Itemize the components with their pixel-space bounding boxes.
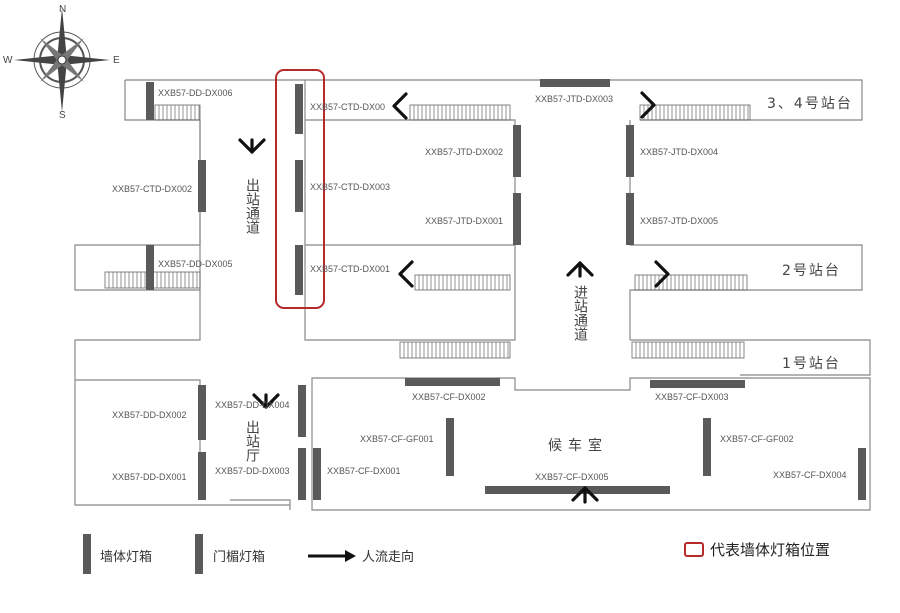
lightbox-dd002 xyxy=(198,385,206,440)
arrow-left-icon xyxy=(398,260,414,288)
lightbox-cfgf001 xyxy=(446,418,454,476)
platform-3-4-label: 3、4号站台 xyxy=(767,96,853,112)
arrow-left-icon xyxy=(392,92,408,120)
platform-1-label: 1号站台 xyxy=(782,356,841,372)
lightbox-ctd001 xyxy=(295,245,303,295)
label-dd003: XXB57-DD-DX003 xyxy=(215,466,290,476)
label-dd004: XXB57-DD-DX004 xyxy=(215,400,290,410)
stair-top-right xyxy=(639,104,751,121)
label-ctd001: XXB57-CTD-DX001 xyxy=(310,264,390,274)
label-dd002: XXB57-DD-DX002 xyxy=(112,410,187,420)
lightbox-jtd004 xyxy=(626,125,634,177)
building-walls xyxy=(74,79,871,511)
compass-w: W xyxy=(3,55,13,66)
lightbox-dd001 xyxy=(198,452,206,500)
label-cf003: XXB57-CF-DX003 xyxy=(655,392,729,402)
lightbox-dd005 xyxy=(146,245,154,290)
lightbox-jtd003 xyxy=(540,79,610,87)
label-cfgf001: XXB57-CF-GF001 xyxy=(360,434,434,444)
label-cf001: XXB57-CF-DX001 xyxy=(327,466,401,476)
compass-e: E xyxy=(113,55,120,66)
arrow-down-icon xyxy=(238,138,266,154)
stair-p2-center xyxy=(414,274,511,291)
compass-rose-icon xyxy=(14,8,110,112)
legend-wall-label: 墙体灯箱 xyxy=(100,549,152,565)
compass-n: N xyxy=(59,4,66,15)
stair-top-center xyxy=(409,104,511,121)
lightbox-cf004 xyxy=(858,448,866,500)
compass-s: S xyxy=(59,110,66,121)
arrow-down-icon xyxy=(252,393,280,409)
label-jtd003: XXB57-JTD-DX003 xyxy=(535,94,613,104)
lightbox-cf003 xyxy=(650,380,745,388)
lightbox-ctd002 xyxy=(198,160,206,212)
label-jtd004: XXB57-JTD-DX004 xyxy=(640,147,718,157)
arrow-up-icon xyxy=(571,486,599,504)
legend-flow-arrow-icon xyxy=(308,550,356,562)
light-boxes xyxy=(146,79,866,500)
highlight-frame xyxy=(275,69,325,309)
legend-position-swatch xyxy=(684,542,704,557)
label-jtd005: XXB57-JTD-DX005 xyxy=(640,216,718,226)
label-ctd002: XXB57-CTD-DX002 xyxy=(112,184,192,194)
arrow-right-icon xyxy=(654,260,670,288)
arrow-up-icon xyxy=(566,261,594,278)
label-ctd-top: XXB57-CTD-DX00 xyxy=(310,102,385,112)
label-cf004: XXB57-CF-DX004 xyxy=(773,470,847,480)
arrow-right-icon xyxy=(640,91,656,119)
label-jtd001: XXB57-JTD-DX001 xyxy=(425,216,503,226)
stair-top-left xyxy=(154,104,201,121)
legend-flow-label: 人流走向 xyxy=(362,549,414,565)
legend-door-swatch xyxy=(195,534,203,574)
label-ctd003: XXB57-CTD-DX003 xyxy=(310,182,390,192)
lightbox-ctd003 xyxy=(295,160,303,212)
lightbox-dd003 xyxy=(298,448,306,500)
lightbox-ctd-top xyxy=(295,84,303,134)
lightbox-cf001 xyxy=(313,448,321,500)
legend: 墙体灯箱 门楣灯箱 人流走向 代表墙体灯箱位置 xyxy=(83,534,830,574)
label-dd006: XXB57-DD-DX006 xyxy=(158,88,233,98)
waiting-room-label: 候车室 xyxy=(548,437,608,454)
lightbox-labels: XXB57-DD-DX006 XXB57-CTD-DX002 XXB57-DD-… xyxy=(112,88,847,482)
flow-arrows xyxy=(238,91,670,504)
lightbox-jtd002 xyxy=(513,125,521,177)
exit-passage-label: 出站通道 xyxy=(244,178,260,235)
legend-wall-swatch xyxy=(83,534,91,574)
lightbox-jtd001 xyxy=(513,193,521,245)
label-dd005: XXB57-DD-DX005 xyxy=(158,259,233,269)
lightbox-cf005 xyxy=(485,486,670,494)
legend-position-label: 代表墙体灯箱位置 xyxy=(710,541,830,559)
lightbox-dd004 xyxy=(298,385,306,437)
stairs xyxy=(104,104,751,359)
lightbox-cfgf002 xyxy=(703,418,711,476)
lightbox-jtd005 xyxy=(626,193,634,245)
lightbox-dd006 xyxy=(146,82,154,120)
label-cfgf002: XXB57-CF-GF002 xyxy=(720,434,794,444)
label-cf002: XXB57-CF-DX002 xyxy=(412,392,486,402)
label-dd001: XXB57-DD-DX001 xyxy=(112,472,187,482)
stair-p1-center xyxy=(399,341,511,359)
exit-hall-label: 出站厅 xyxy=(244,420,260,462)
label-cf005: XXB57-CF-DX005 xyxy=(535,472,609,482)
label-jtd002: XXB57-JTD-DX002 xyxy=(425,147,503,157)
legend-door-label: 门楣灯箱 xyxy=(213,549,265,565)
lightbox-cf002 xyxy=(405,378,500,386)
platform-2-label: 2号站台 xyxy=(782,263,841,279)
entry-passage-label: 进站通道 xyxy=(572,285,588,342)
